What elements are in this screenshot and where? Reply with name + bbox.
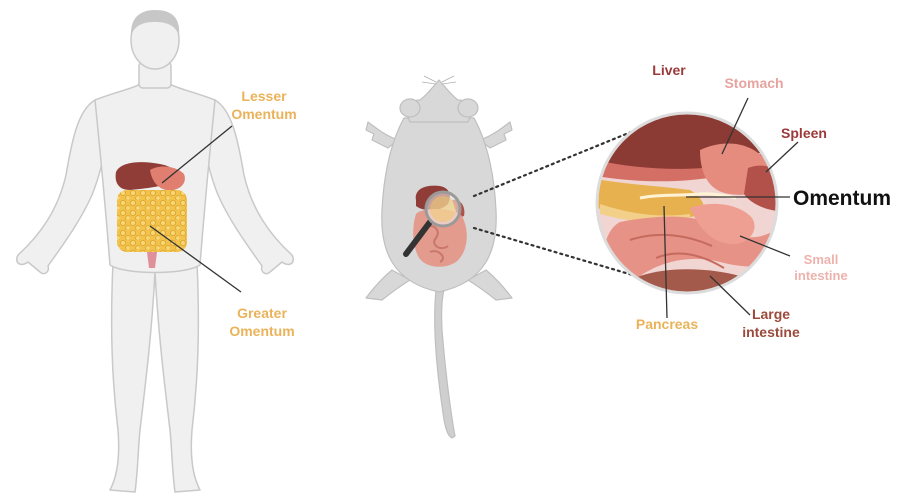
human-left-leg — [110, 262, 155, 492]
zoom-circle — [590, 105, 790, 305]
label-greater-omentum-line1: Greater — [220, 305, 304, 323]
label-greater-omentum: Greater Omentum — [220, 305, 304, 340]
human-left-arm — [17, 100, 108, 274]
label-stomach: Stomach — [716, 75, 792, 93]
human-right-arm — [202, 100, 293, 274]
label-small-intestine-line1: Small — [790, 252, 852, 268]
label-liver: Liver — [644, 62, 694, 80]
mouse-tail — [435, 290, 455, 438]
label-large-intestine-line1: Large — [736, 306, 806, 324]
leader-spleen — [766, 142, 798, 172]
human-greater-omentum — [117, 190, 187, 252]
mouse-right-ear — [458, 99, 478, 117]
label-small-intestine: Small intestine — [790, 252, 852, 285]
label-large-intestine: Large intestine — [736, 306, 806, 341]
label-lesser-omentum: Lesser Omentum — [224, 88, 304, 123]
label-omentum: Omentum — [793, 186, 901, 212]
label-large-intestine-line2: intestine — [736, 324, 806, 342]
label-small-intestine-line2: intestine — [790, 268, 852, 284]
label-greater-omentum-line2: Omentum — [220, 323, 304, 341]
label-lesser-omentum-line2: Omentum — [224, 106, 304, 124]
label-lesser-omentum-line1: Lesser — [224, 88, 304, 106]
label-spleen: Spleen — [776, 125, 832, 143]
label-pancreas: Pancreas — [628, 316, 706, 334]
mouse-left-ear — [400, 99, 420, 117]
human-right-leg — [155, 262, 200, 492]
